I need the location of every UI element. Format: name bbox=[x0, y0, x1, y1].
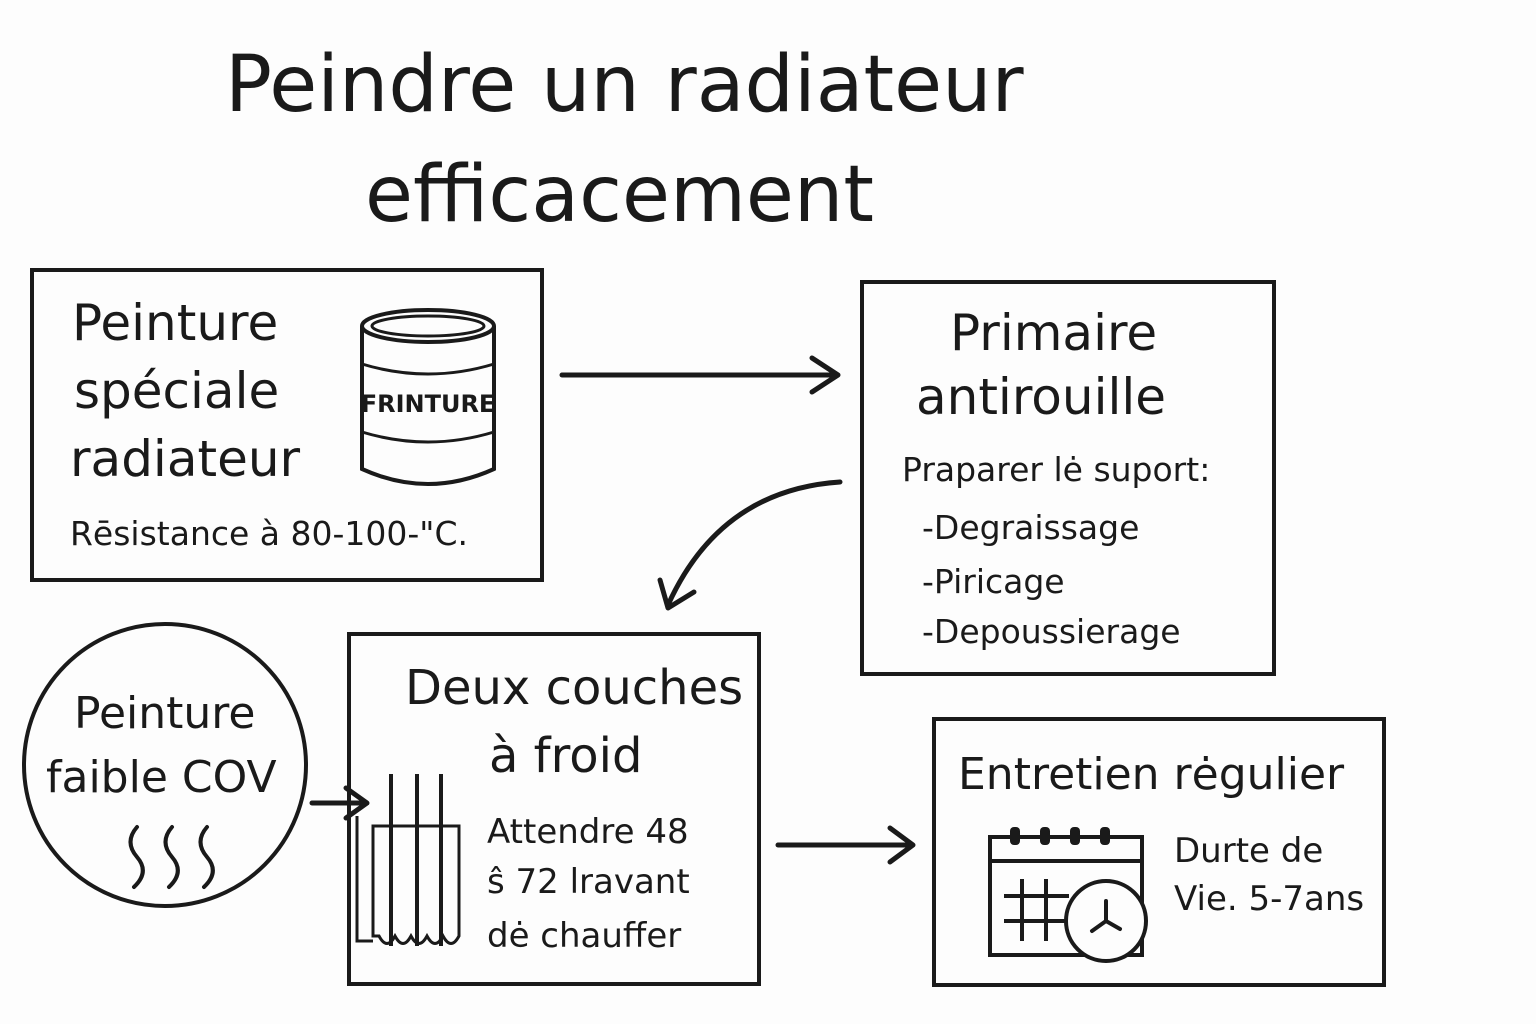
cov-text-2: faible COV bbox=[46, 752, 277, 803]
vapor-icon bbox=[128, 825, 215, 889]
paint-can-icon: FRINTURE bbox=[360, 308, 496, 486]
cov-circle: Peinture faible COV bbox=[22, 622, 308, 908]
coats-heading-2: à froid bbox=[489, 728, 643, 784]
primer-heading-2: antirouille bbox=[916, 368, 1166, 426]
paint-heading-1: Peinture bbox=[72, 294, 279, 352]
can-label: FRINTURE bbox=[361, 390, 496, 418]
maintenance-heading: Entretien rėgulier bbox=[958, 749, 1345, 800]
coats-note-1: Attendre 48 bbox=[487, 812, 689, 852]
paint-note: Rēsistance à 80-100-"C. bbox=[70, 514, 469, 553]
arrow-coats-to-maintenance bbox=[775, 825, 916, 865]
maintenance-note-2: Vie. 5-7ans bbox=[1174, 879, 1365, 919]
coats-heading-1: Deux couches bbox=[405, 660, 744, 716]
coats-note-2: ŝ 72 lravant bbox=[487, 862, 690, 902]
primer-intro: Praparer lė suport: bbox=[902, 450, 1211, 489]
primer-step: -Piricage bbox=[922, 562, 1065, 601]
paint-heading-2: spéciale bbox=[74, 362, 280, 420]
arrow-cov-to-coats bbox=[309, 785, 370, 821]
coats-note-3: dė chauffer bbox=[487, 916, 682, 956]
coats-box: Deux couches à froid Attendre 48 ŝ 72 lr… bbox=[347, 632, 761, 986]
arrow-paint-to-primer bbox=[559, 355, 841, 395]
arrow-primer-to-coats bbox=[657, 479, 843, 611]
paint-heading-3: radiateur bbox=[70, 430, 301, 488]
calendar-clock-icon bbox=[988, 827, 1148, 963]
maintenance-note-1: Durte de bbox=[1174, 831, 1324, 871]
title-line-2: efficacement bbox=[365, 150, 874, 240]
primer-heading-1: Primaire bbox=[950, 304, 1158, 362]
primer-step: -Depoussierage bbox=[922, 612, 1181, 651]
cov-text-1: Peinture bbox=[74, 688, 256, 739]
maintenance-box: Entretien rėgulier Durte de Vie. 5-7ans bbox=[932, 717, 1386, 987]
title-line-1: Peindre un radiateur bbox=[225, 40, 1024, 130]
primer-step: -Degraissage bbox=[922, 508, 1140, 547]
primer-box: Primaire antirouille Praparer lė suport:… bbox=[860, 280, 1276, 676]
paint-box: Peinture spéciale radiateur Rēsistance à… bbox=[30, 268, 544, 582]
radiator-icon bbox=[355, 774, 461, 946]
